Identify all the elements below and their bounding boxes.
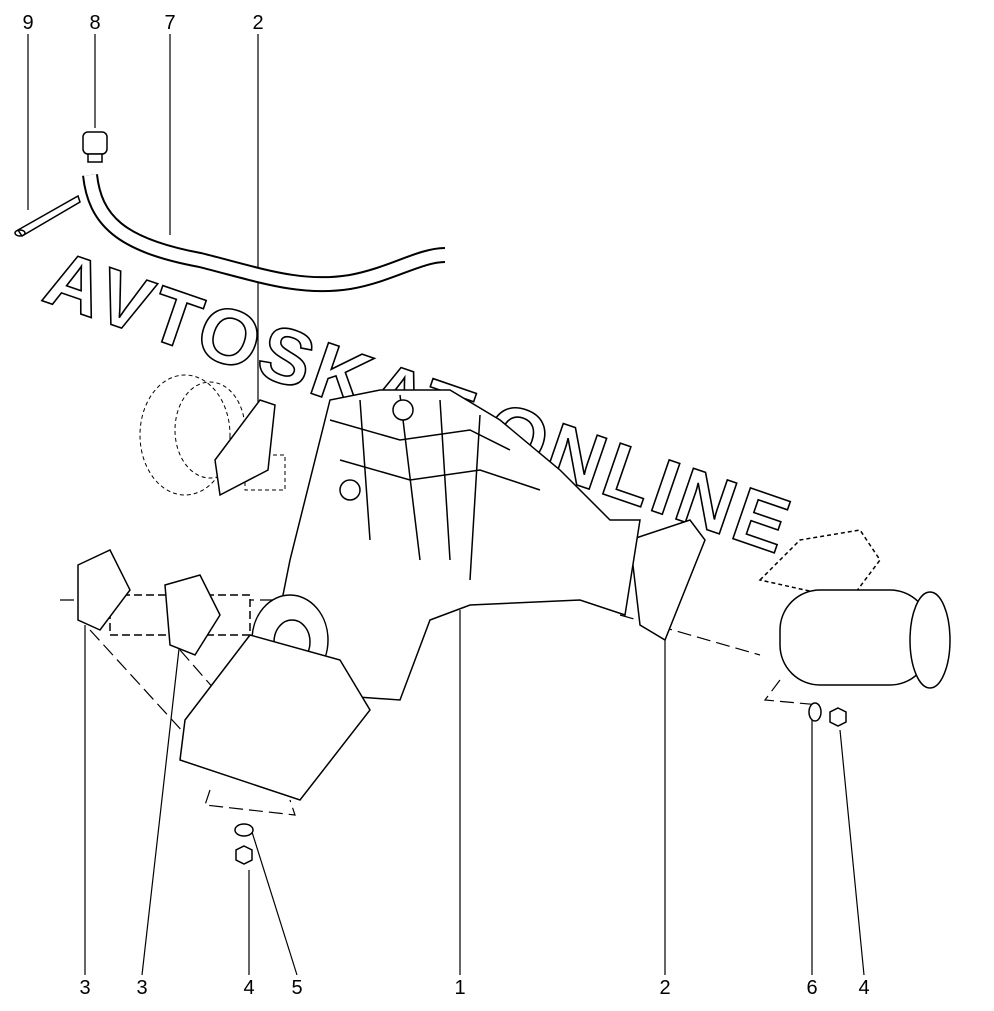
callout-2-bottom: 2	[659, 977, 671, 999]
callout-4-b: 4	[858, 977, 870, 999]
callout-3-b: 3	[136, 977, 148, 999]
callout-7: 7	[164, 12, 176, 34]
callout-1: 1	[454, 977, 466, 999]
callout-5: 5	[291, 977, 303, 999]
hose-clamp	[14, 194, 81, 238]
callout-6: 6	[806, 977, 818, 999]
callout-2-top: 2	[252, 12, 264, 34]
gasket-right	[629, 519, 706, 642]
callout-8: 8	[89, 12, 101, 34]
gasket-left	[214, 399, 276, 497]
right-drive-unit	[758, 529, 951, 689]
callout-4-a: 4	[243, 977, 255, 999]
bushing-brackets	[77, 549, 251, 656]
differential-housing	[251, 389, 641, 701]
callout-3-a: 3	[79, 977, 91, 999]
breather-hose	[82, 173, 446, 293]
leader-lines	[27, 34, 865, 976]
breather-cap	[82, 131, 108, 163]
callout-9: 9	[22, 12, 34, 34]
fasteners	[234, 702, 847, 865]
